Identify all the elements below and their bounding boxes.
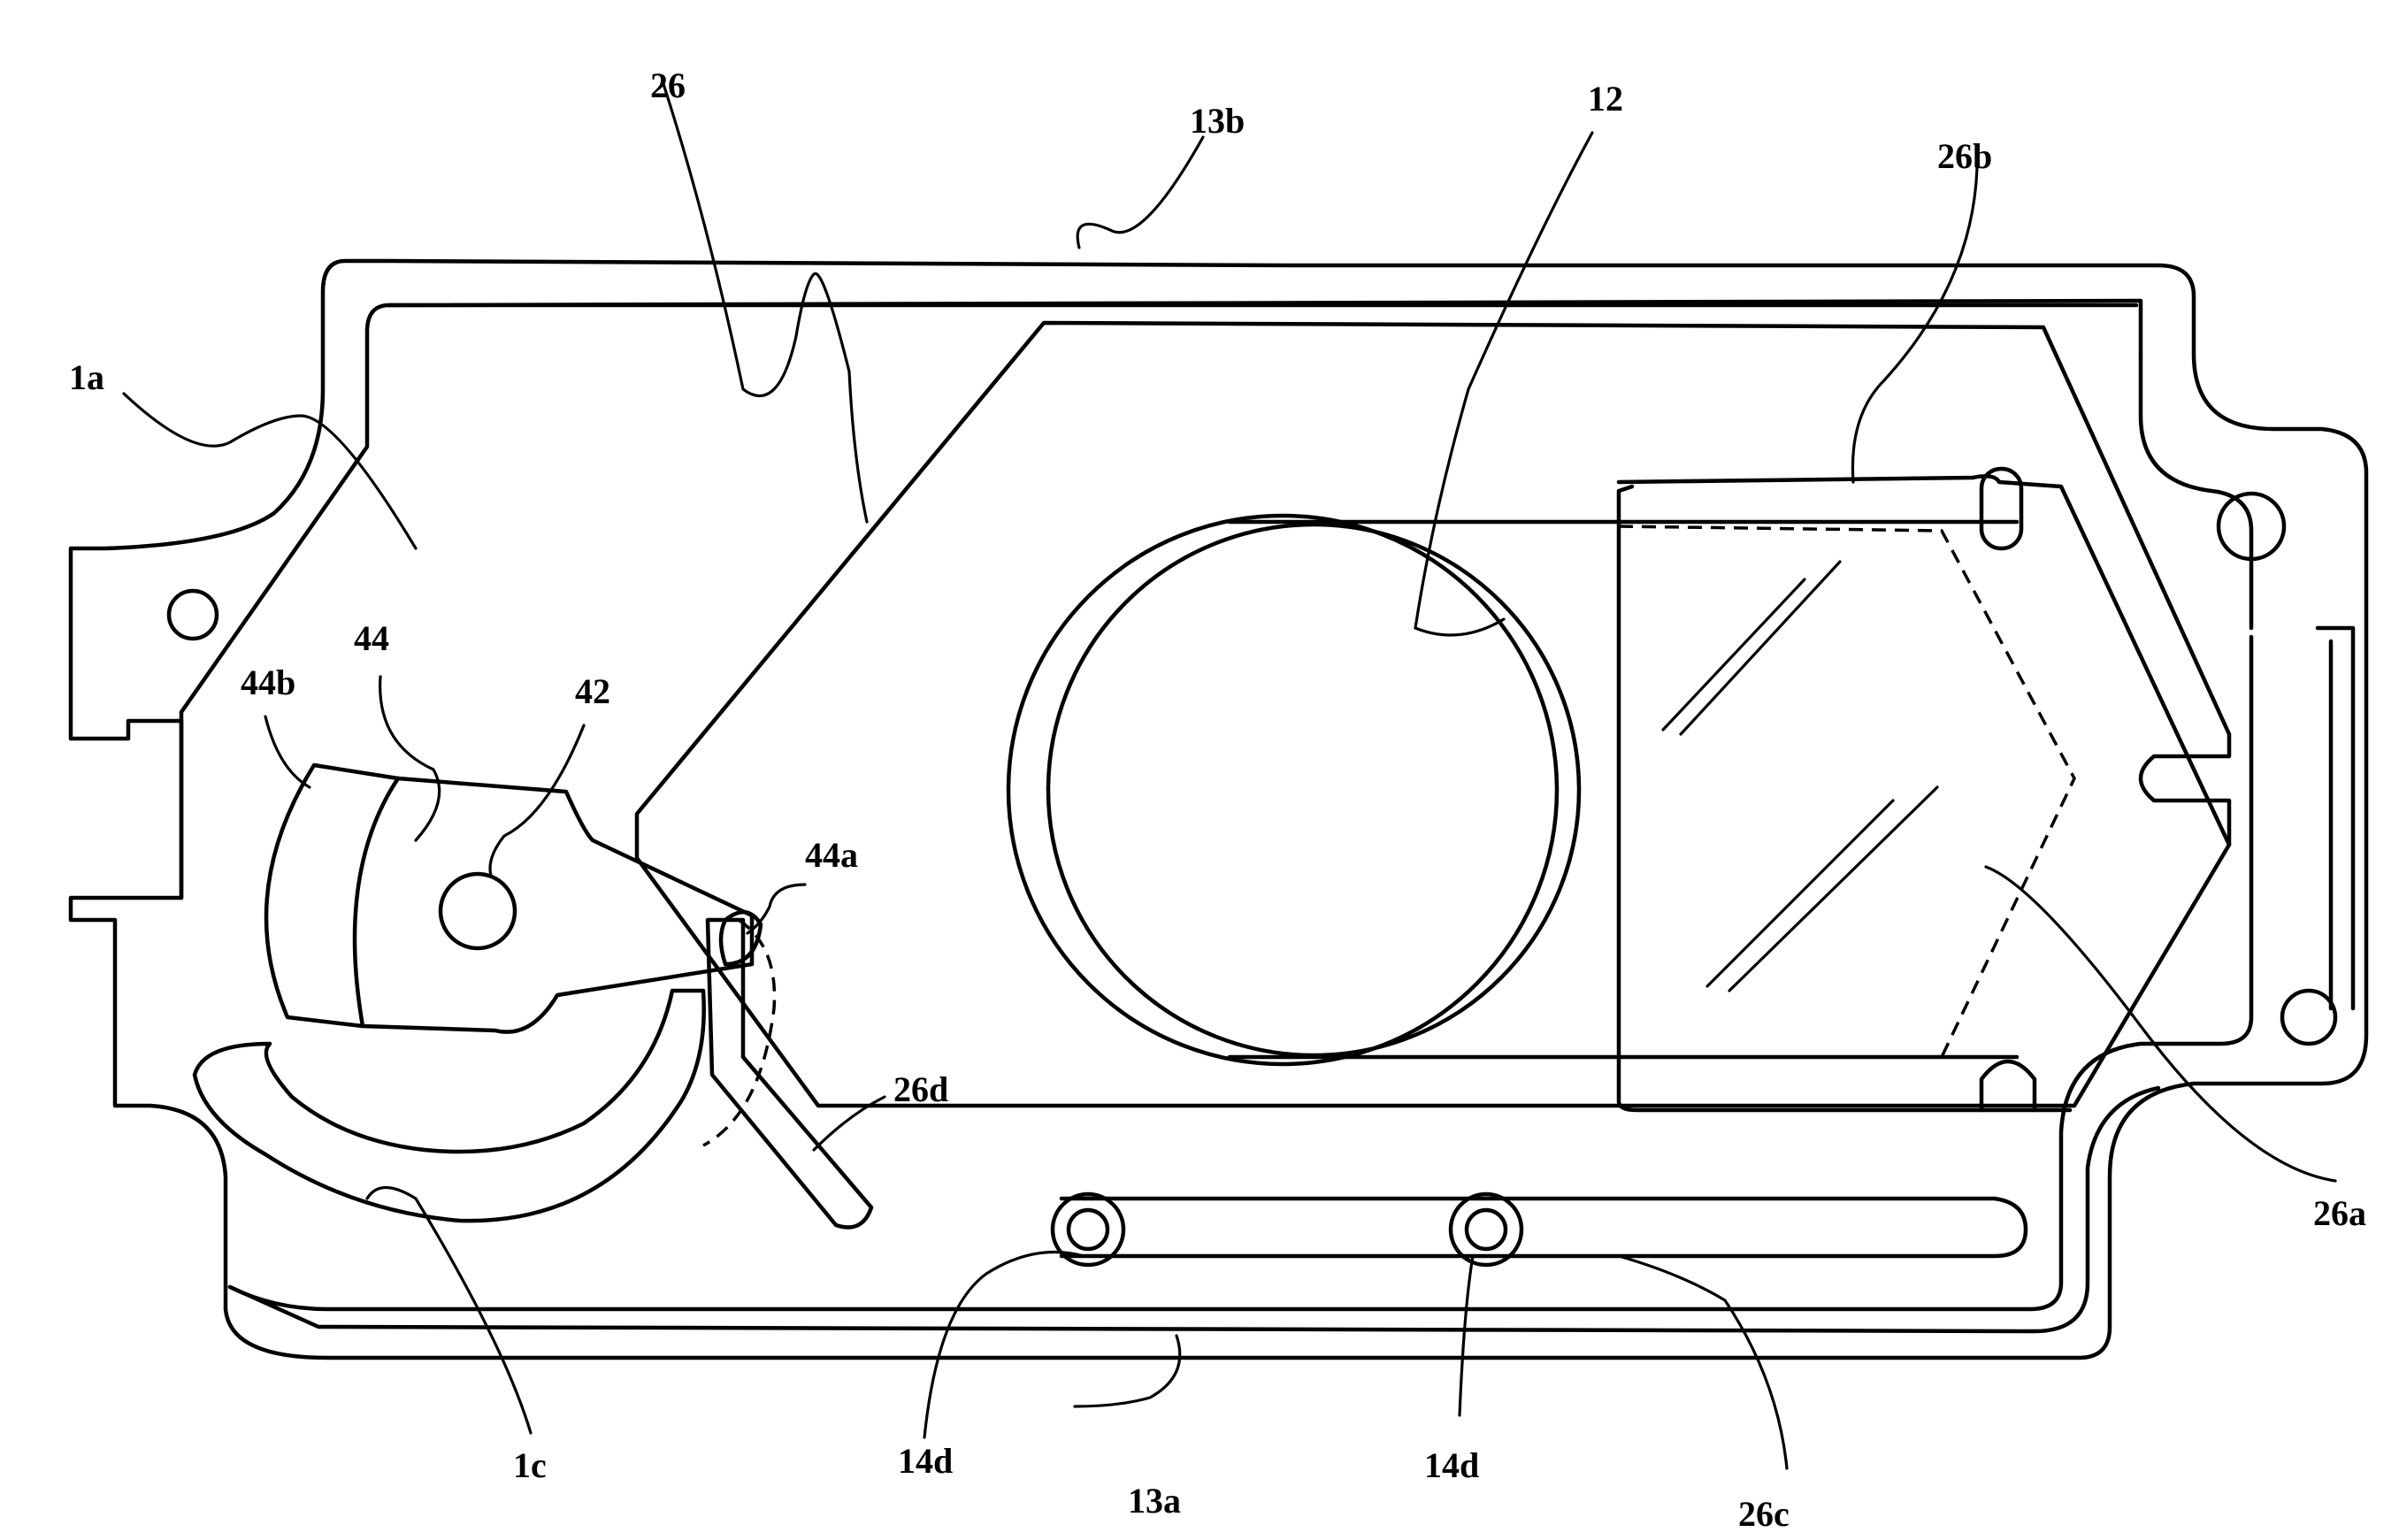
inner-housing-right-lower (230, 637, 2251, 1309)
label-13a: 13a (1128, 1481, 1181, 1521)
label-26: 26 (650, 65, 686, 105)
outer-housing-outline (71, 261, 2366, 1358)
shutter-plate-26 (637, 323, 2229, 1106)
lens-carrier-outline (1230, 522, 2017, 1057)
lens-12 (1048, 525, 1579, 1055)
pin-14d-right-inner (1467, 1210, 1506, 1249)
leader-lines (124, 84, 2335, 1468)
pin-14d-left-inner (1069, 1210, 1108, 1249)
label-14d-right: 14d (1424, 1445, 1479, 1485)
aperture-arc-1c (195, 991, 704, 1221)
glass-plate-dashed (1619, 526, 2074, 1057)
glass-notch-bottom (1981, 1061, 2035, 1110)
lens-outer (1008, 516, 1557, 1064)
glass-reflection-1 (1663, 579, 1805, 730)
mount-hole-left (169, 591, 217, 639)
label-13b: 13b (1190, 101, 1245, 141)
label-12: 12 (1588, 79, 1623, 119)
right-end-slot (2318, 628, 2353, 1008)
label-14d-left: 14d (898, 1441, 953, 1481)
label-26d: 26d (893, 1069, 948, 1109)
label-1c: 1c (513, 1445, 547, 1485)
inner-housing-frame (389, 301, 2141, 358)
mount-hole-right-lower (2282, 991, 2335, 1044)
lever-44 (363, 778, 752, 1032)
label-42: 42 (575, 671, 610, 711)
label-44: 44 (354, 618, 389, 658)
glass-reflection-4 (1729, 787, 1937, 991)
label-26a: 26a (2313, 1193, 2366, 1233)
lever-knurl-44b (266, 765, 398, 1026)
label-44b: 44b (241, 663, 295, 702)
label-26b: 26b (1937, 136, 1992, 176)
glass-plate-frame (1619, 487, 2070, 1110)
label-26c: 26c (1738, 1494, 1790, 1534)
label-1a: 1a (69, 357, 104, 397)
pivot-42 (441, 874, 515, 948)
rail-13a (230, 1088, 2158, 1331)
glass-reflection-2 (1681, 562, 1840, 734)
inner-housing-right (2141, 358, 2251, 628)
glass-reflection-3 (1707, 801, 1893, 986)
label-44a: 44a (805, 835, 858, 875)
guide-slot-26c (1062, 1199, 2026, 1256)
